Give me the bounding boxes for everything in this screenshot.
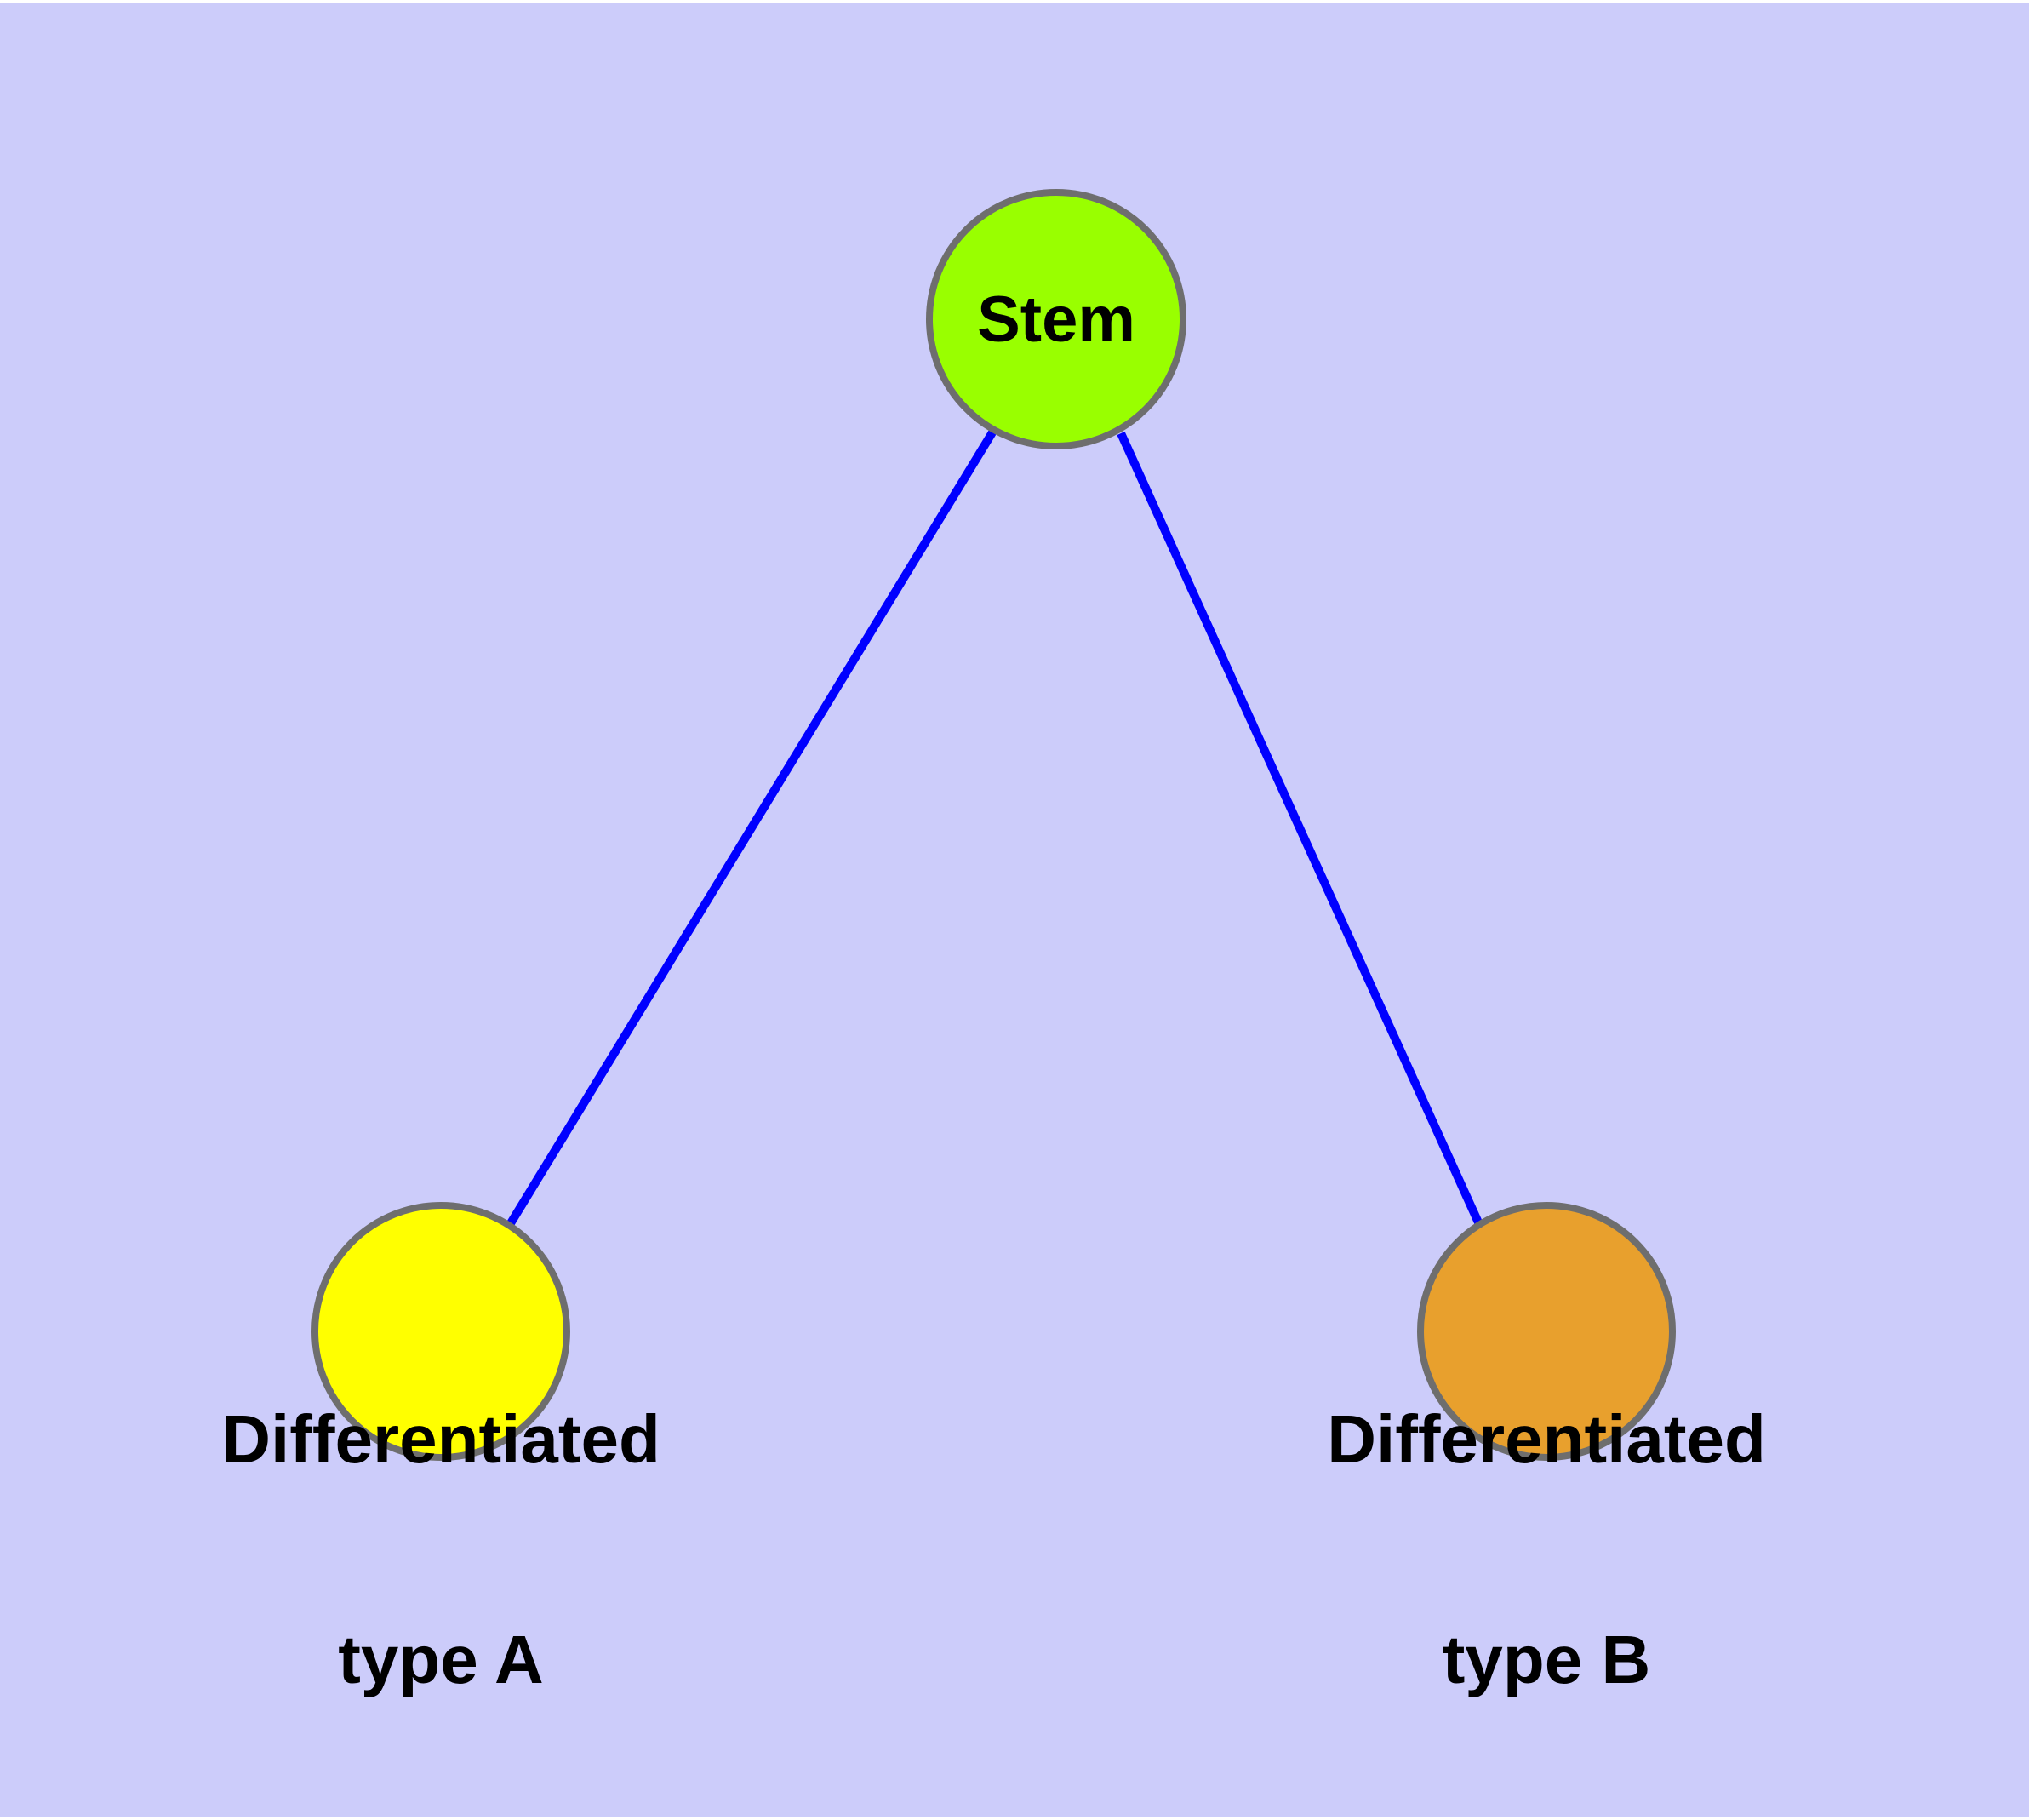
edge-layer (506, 430, 1483, 1226)
node-stem[interactable] (926, 189, 1186, 449)
edge-stem-to-differentiated-type-b (1117, 431, 1483, 1225)
edge-stem-to-differentiated-type-a (506, 430, 997, 1226)
node-differentiated-type-b[interactable] (1417, 1202, 1676, 1461)
node-differentiated-type-a[interactable] (311, 1202, 570, 1461)
node-layer (311, 189, 1676, 1461)
